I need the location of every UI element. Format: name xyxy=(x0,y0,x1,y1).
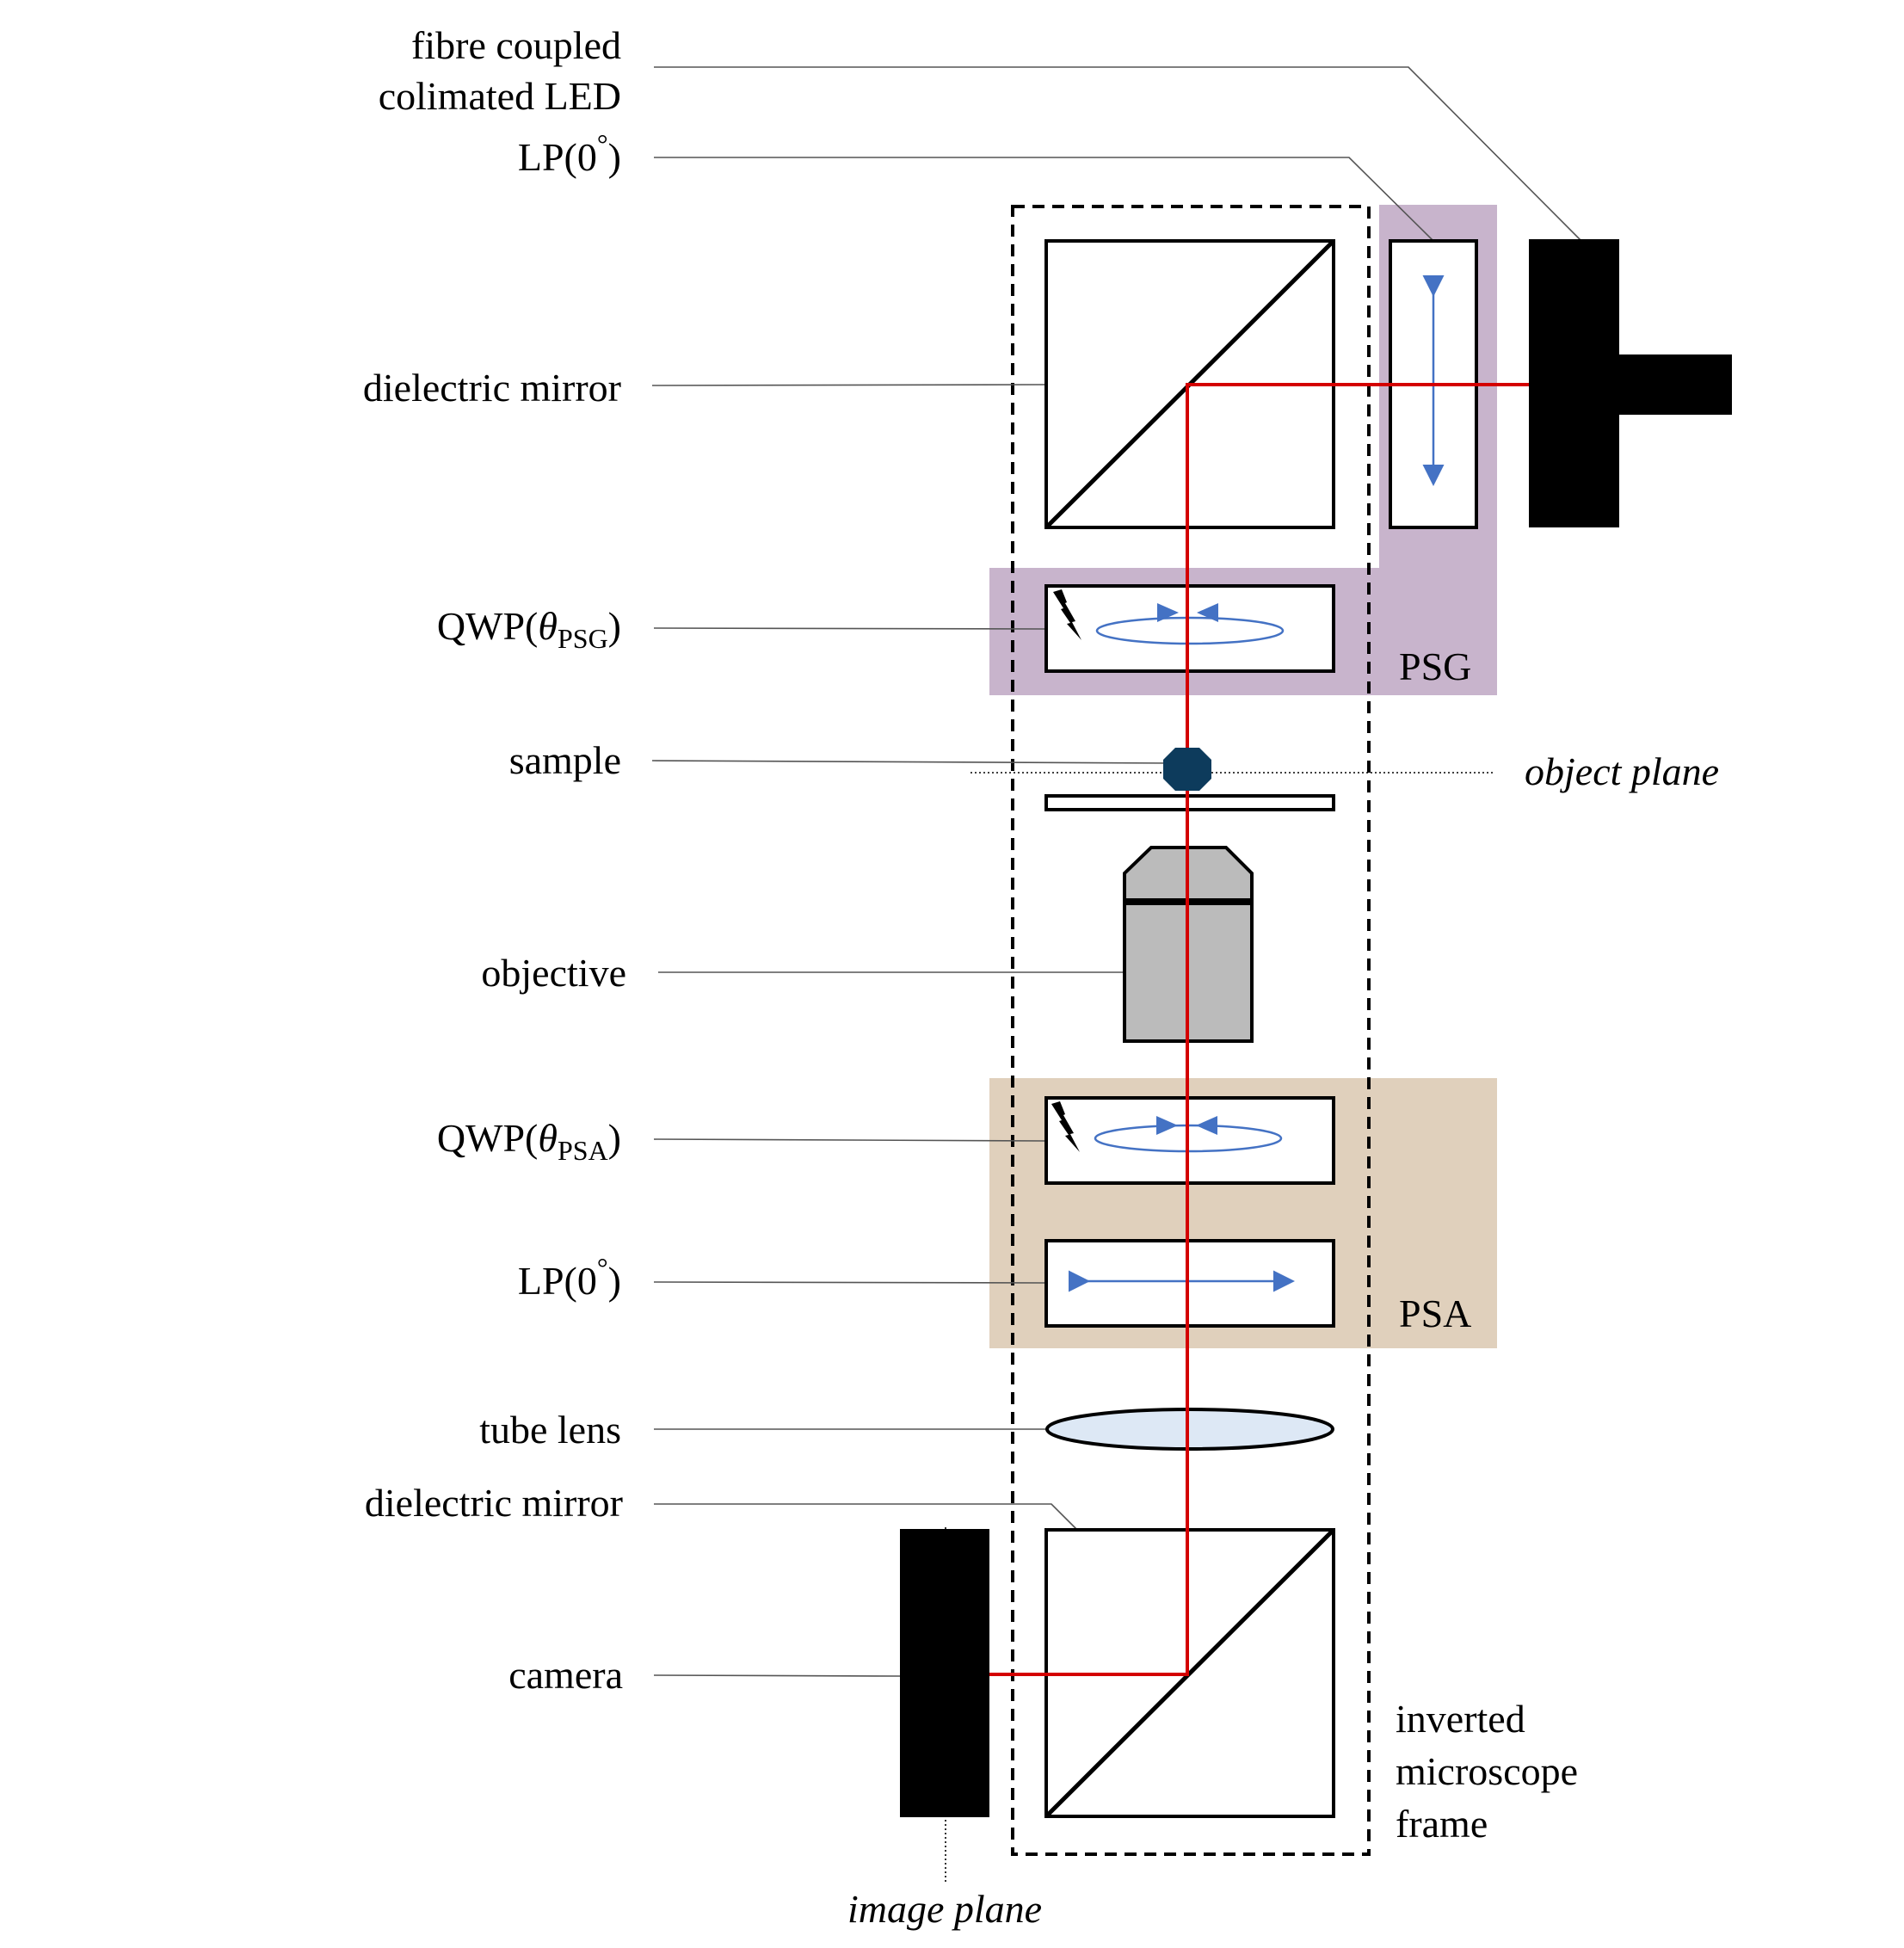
qwp-psa-lightning-bolt-icon xyxy=(1051,1101,1080,1152)
label-qwp-psa: QWP(θPSA) xyxy=(437,1116,621,1166)
dielectric-mirror-bottom-diagonal xyxy=(1044,1528,1335,1818)
label-object-plane: object plane xyxy=(1525,749,1719,793)
label-frame-line3: frame xyxy=(1396,1802,1488,1846)
qwp-psa-arrow-right-icon xyxy=(1156,1116,1178,1135)
qwp-psa xyxy=(1044,1096,1335,1185)
label-camera: camera xyxy=(508,1653,623,1697)
label-image-plane: image plane xyxy=(847,1887,1042,1931)
leader-led xyxy=(654,66,1582,242)
qwp-psg-arrow-left-icon xyxy=(1197,603,1218,622)
leader-camera xyxy=(653,1674,903,1677)
label-lp-top: LP(0°) xyxy=(518,128,621,179)
label-psa: PSA xyxy=(1399,1291,1471,1335)
leader-mirror-bottom xyxy=(654,1503,1078,1531)
label-objective: objective xyxy=(481,951,626,995)
fibre-coupled-led xyxy=(1529,239,1732,527)
label-tube-lens: tube lens xyxy=(479,1408,621,1452)
sample-particle xyxy=(1163,748,1211,791)
camera xyxy=(900,1529,989,1817)
qwp-psg-rotation-icon xyxy=(1095,616,1285,645)
label-qwp-psg: QWP(θPSG) xyxy=(437,604,621,654)
microscope-frame-outline xyxy=(1011,205,1371,1856)
leader-lp-top xyxy=(654,157,1434,242)
qwp-psg-arrow-right-icon xyxy=(1157,603,1179,622)
label-mirror-top: dielectric mirror xyxy=(363,366,621,410)
leader-qwp-psa xyxy=(653,1138,1047,1142)
label-sample: sample xyxy=(509,738,621,782)
linear-polarizer-bottom xyxy=(1044,1239,1335,1328)
label-psg: PSG xyxy=(1399,644,1471,688)
leader-sample xyxy=(651,760,1176,764)
leader-qwp-psg xyxy=(653,627,1047,630)
leader-lp-bottom xyxy=(653,1281,1047,1284)
light-beam xyxy=(989,383,1529,1676)
qwp-psa-arrow-left-icon xyxy=(1196,1116,1217,1135)
label-frame-line1: inverted xyxy=(1396,1697,1525,1741)
qwp-psg xyxy=(1044,584,1335,673)
qwp-psg-lightning-bolt-icon xyxy=(1053,589,1081,640)
label-frame-line2: microscope xyxy=(1396,1749,1578,1793)
label-led-line2: colimated LED xyxy=(379,74,621,118)
sample-slide xyxy=(1044,794,1335,811)
label-mirror-bottom: dielectric mirror xyxy=(365,1481,623,1525)
tube-lens xyxy=(1045,1408,1334,1451)
label-led-line1: fibre coupled xyxy=(411,23,621,67)
label-lp-bottom: LP(0°) xyxy=(518,1252,621,1303)
